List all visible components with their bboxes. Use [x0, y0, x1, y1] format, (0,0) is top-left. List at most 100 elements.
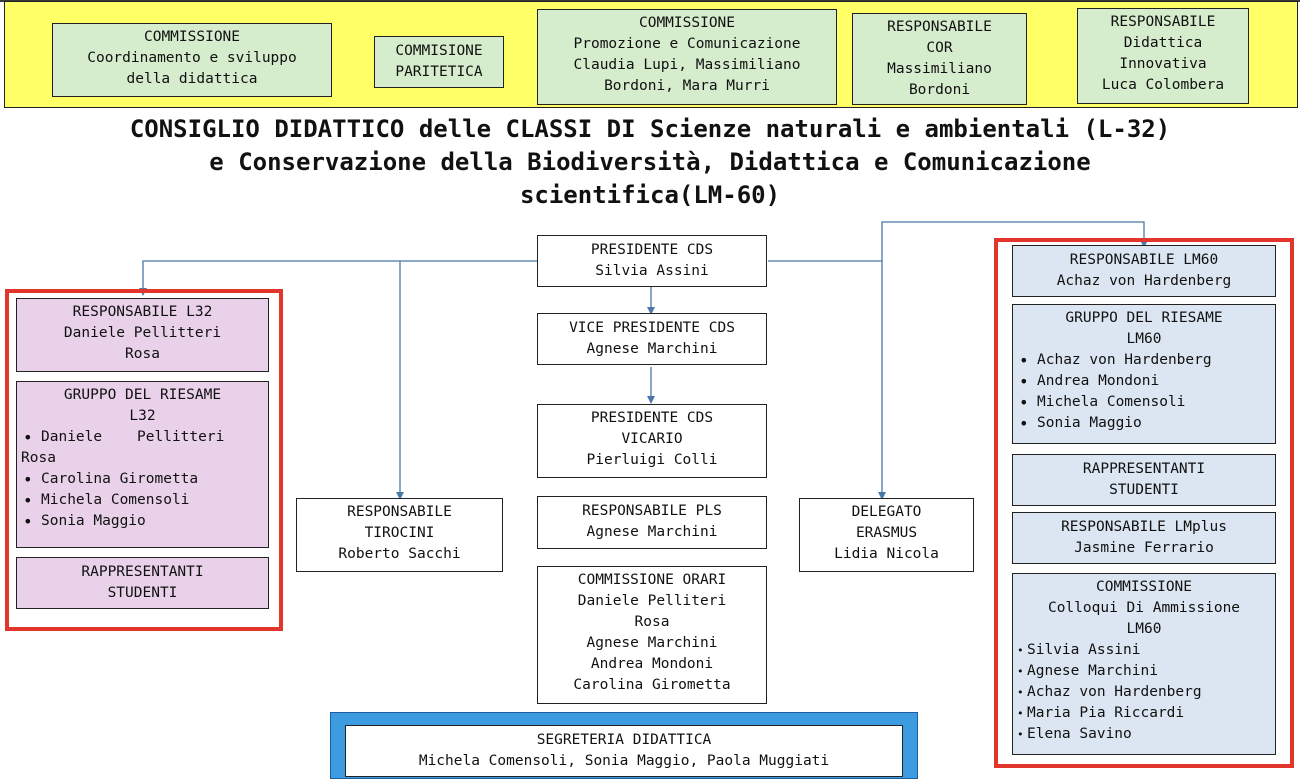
commissione-paritetica-box: COMMISIONE PARITETICA: [374, 36, 504, 88]
riesame-member: Michela Comensoli: [21, 490, 264, 511]
box-line: COMMISSIONE: [1095, 579, 1193, 595]
presidente-vicario-box: PRESIDENTE CDS VICARIO Pierluigi Colli: [537, 404, 767, 478]
page-title: CONSIGLIO DIDATTICO delle CLASSI DI Scie…: [0, 113, 1300, 212]
box-line: Jasmine Ferrario: [1074, 540, 1214, 556]
delegato-erasmus-box: DELEGATO ERASMUS Lidia Nicola: [799, 498, 974, 572]
member-name-cont: Rosa: [21, 450, 56, 466]
box-line: Agnese Marchini: [586, 341, 718, 357]
box-line: Andrea Mondoni: [590, 656, 714, 672]
box-line: Silvia Assini: [595, 263, 709, 279]
responsabile-lm60-box: RESPONSABILE LM60 Achaz von Hardenberg: [1012, 245, 1276, 297]
colloqui-member: Maria Pia Riccardi: [1017, 703, 1271, 724]
segreteria-didattica-box: SEGRETERIA DIDATTICA Michela Comensoli, …: [345, 725, 903, 777]
box-line: LM60: [1126, 621, 1162, 637]
box-line: Daniele Pellitteri: [63, 325, 222, 341]
box-line: Carolina Girometta: [573, 677, 731, 693]
responsabile-pls-box: RESPONSABILE PLS Agnese Marchini: [537, 496, 767, 549]
box-line: Promozione e Comunicazione: [573, 36, 801, 52]
box-line: RAPPRESENTANTI: [81, 564, 204, 580]
title-line: e Conservazione della Biodiversità, Dida…: [209, 148, 1091, 176]
box-line: RESPONSABILE LM60: [1069, 252, 1219, 268]
responsabile-l32-box: RESPONSABILE L32 Daniele Pellitteri Rosa: [16, 298, 269, 372]
gruppo-riesame-l32-box: GRUPPO DEL RIESAME L32 Daniele Pellitter…: [16, 381, 269, 548]
box-line: DELEGATO: [851, 504, 922, 520]
title-line: CONSIGLIO DIDATTICO delle CLASSI DI Scie…: [129, 115, 1171, 143]
rappresentanti-studenti-l32-box: RAPPRESENTANTI STUDENTI: [16, 557, 269, 609]
box-line: PRESIDENTE CDS: [590, 410, 714, 426]
box-line: Coordinamento e sviluppo: [87, 50, 297, 66]
box-line: RESPONSABILE: [887, 19, 992, 35]
box-line: Agnese Marchini: [586, 524, 718, 540]
box-line: RESPONSABILE PLS: [582, 503, 722, 519]
box-line: GRUPPO DEL RIESAME: [63, 387, 222, 403]
responsabile-lmplus-box: RESPONSABILE LMplus Jasmine Ferrario: [1012, 512, 1276, 564]
box-line: PRESIDENTE CDS: [590, 242, 714, 258]
box-line: Massimiliano: [887, 61, 992, 77]
box-line: Roberto Sacchi: [338, 546, 461, 562]
box-line: Innovativa: [1119, 56, 1207, 72]
box-line: della didattica: [126, 71, 258, 87]
vice-presidente-box: VICE PRESIDENTE CDS Agnese Marchini: [537, 313, 767, 365]
box-line: Michela Comensoli, Sonia Maggio, Paola M…: [418, 753, 830, 769]
presidente-cds-box: PRESIDENTE CDS Silvia Assini: [537, 235, 767, 287]
responsabile-didattica-innovativa-box: RESPONSABILE Didattica Innovativa Luca C…: [1077, 8, 1249, 104]
box-line: Daniele Pelliteri: [577, 593, 727, 609]
box-line: L32: [129, 408, 156, 424]
box-line: COMMISSIONE ORARI: [577, 572, 727, 588]
box-line: SEGRETERIA DIDATTICA: [536, 732, 712, 748]
colloqui-member: Elena Savino: [1017, 724, 1271, 745]
box-line: RESPONSABILE L32: [72, 304, 213, 320]
box-line: COMMISSIONE: [143, 29, 241, 45]
connector-presidente-l32: [139, 260, 538, 296]
box-line: Didattica: [1123, 35, 1203, 51]
lm60-group-frame: [994, 238, 1294, 768]
colloqui-member: Achaz von Hardenberg: [1017, 682, 1271, 703]
box-line: GRUPPO DEL RIESAME: [1065, 310, 1223, 326]
box-line: Bordoni, Mara Murri: [604, 78, 770, 94]
box-line: COMMISIONE: [395, 43, 483, 59]
box-line: COR: [926, 40, 953, 56]
box-line: Rosa: [634, 614, 670, 630]
box-line: Claudia Lupi, Massimiliano: [573, 57, 801, 73]
box-line: TIROCINI: [364, 525, 435, 541]
riesame-member: Sonia Maggio: [1017, 413, 1271, 434]
box-line: RESPONSABILE: [347, 504, 452, 520]
riesame-member: Carolina Girometta: [21, 469, 264, 490]
colloqui-member: Silvia Assini: [1017, 640, 1271, 661]
box-line: Achaz von Hardenberg: [1056, 273, 1232, 289]
box-line: Rosa: [125, 346, 160, 362]
box-line: Agnese Marchini: [586, 635, 718, 651]
box-line: LM60: [1126, 331, 1162, 347]
gruppo-riesame-lm60-box: GRUPPO DEL RIESAME LM60 Achaz von Harden…: [1012, 304, 1276, 444]
box-line: Luca Colombera: [1101, 77, 1225, 93]
commissione-colloqui-box: COMMISSIONE Colloqui Di Ammissione LM60 …: [1012, 573, 1276, 755]
box-line: STUDENTI: [107, 585, 178, 601]
commissione-coordinamento-box: COMMISSIONE Coordinamento e sviluppo del…: [52, 23, 332, 97]
box-line: Bordoni: [908, 82, 971, 98]
box-line: VICARIO: [621, 431, 683, 447]
box-line: COMMISSIONE: [638, 15, 736, 31]
connector-presidente-erasmus: [768, 260, 886, 500]
box-line: Pierluigi Colli: [586, 452, 718, 468]
box-line: RESPONSABILE LMplus: [1061, 519, 1227, 535]
box-line: Lidia Nicola: [834, 546, 939, 562]
box-line: RESPONSABILE: [1110, 14, 1216, 30]
riesame-member: Andrea Mondoni: [1017, 371, 1271, 392]
title-line: scientifica(LM-60): [519, 181, 781, 209]
responsabile-cor-box: RESPONSABILE COR Massimiliano Bordoni: [852, 13, 1027, 105]
commissione-orari-box: COMMISSIONE ORARI Daniele Pelliteri Rosa…: [537, 566, 767, 704]
colloqui-member: Agnese Marchini: [1017, 661, 1271, 682]
box-line: ERASMUS: [855, 525, 918, 541]
riesame-member: Sonia Maggio: [21, 511, 264, 532]
box-line: STUDENTI: [1109, 482, 1179, 498]
responsabile-tirocini-box: RESPONSABILE TIROCINI Roberto Sacchi: [296, 498, 503, 572]
box-line: VICE PRESIDENTE CDS: [569, 320, 735, 336]
box-line: Colloqui Di Ammissione: [1047, 600, 1241, 616]
commissione-promozione-box: COMMISSIONE Promozione e Comunicazione C…: [537, 9, 837, 105]
box-line: PARITETICA: [395, 64, 483, 80]
riesame-member: Michela Comensoli: [1017, 392, 1271, 413]
riesame-member: Achaz von Hardenberg: [1017, 350, 1271, 371]
rappresentanti-studenti-lm60-box: RAPPRESENTANTI STUDENTI: [1012, 454, 1276, 506]
